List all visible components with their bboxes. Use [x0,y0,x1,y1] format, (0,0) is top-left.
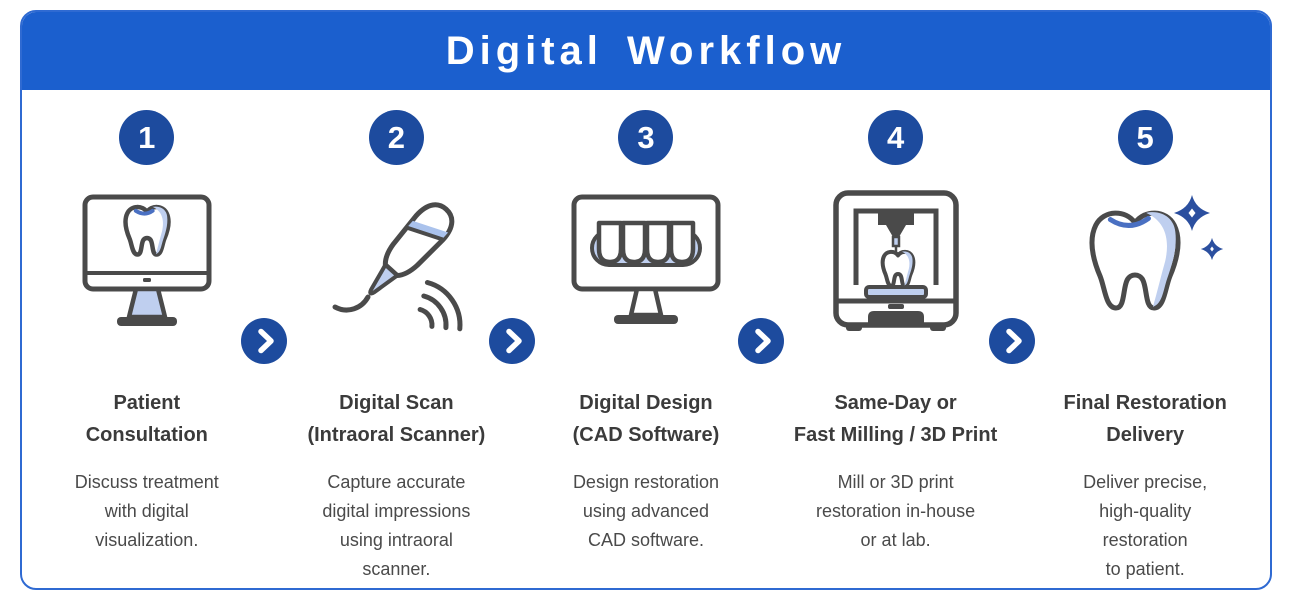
header-bar: Digital Workflow [22,12,1270,90]
chevron-right-icon [489,318,536,364]
digital-workflow-card: Digital Workflow 1 [20,10,1272,590]
step-number: 1 [138,119,156,155]
chevron-right-icon [989,318,1036,364]
step-number-badge: 1 [119,110,175,165]
step-description: Discuss treatment with digital visualiza… [74,472,219,550]
steps-row: 1 Patient Consultation Discuss tr [22,90,1270,588]
step-5: 5 [1020,90,1270,588]
step-number-badge: 5 [1117,110,1173,165]
chevron-right-icon [737,318,784,364]
page-title: Digital Workflow [445,28,847,73]
step-title: Same-Day or Fast Milling / 3D Print [793,392,998,446]
step-3: 3 Digital Design (CAD Software) Design r… [521,90,771,588]
intraoral-scanner-icon [316,187,476,337]
step-title: Patient Consultation [85,392,208,446]
step-1: 1 Patient Consultation Discuss tr [22,90,272,588]
step-number: 4 [886,119,905,155]
step-description: Capture accurate digital impressions usi… [322,472,471,579]
step-number: 5 [1136,119,1154,155]
step-number-badge: 3 [618,110,674,165]
step-number: 2 [387,119,406,155]
step-2: 2 Digital Scan (Intraoral Scanner) [272,90,522,588]
step-4: 4 [771,90,1021,588]
step-number: 3 [637,119,655,155]
monitor-teeth-icon [566,187,726,337]
step-number-badge: 2 [368,110,424,165]
chevron-right-icon [240,318,287,364]
step-description: Deliver precise, high-quality restoratio… [1083,472,1208,579]
step-description: Mill or 3D print restoration in-house or… [816,472,976,550]
step-title: Digital Scan (Intraoral Scanner) [307,392,486,446]
monitor-tooth-icon [67,187,227,337]
step-description: Design restoration using advanced CAD so… [572,472,720,550]
step-title: Final Restoration Delivery [1063,392,1227,446]
step-number-badge: 4 [868,110,924,165]
sparkle-large [1174,195,1211,231]
sparkle-small [1201,237,1224,261]
step-title: Digital Design (CAD Software) [572,392,720,446]
3d-printer-tooth-icon [816,187,976,337]
tooth-sparkle-icon [1065,187,1225,337]
